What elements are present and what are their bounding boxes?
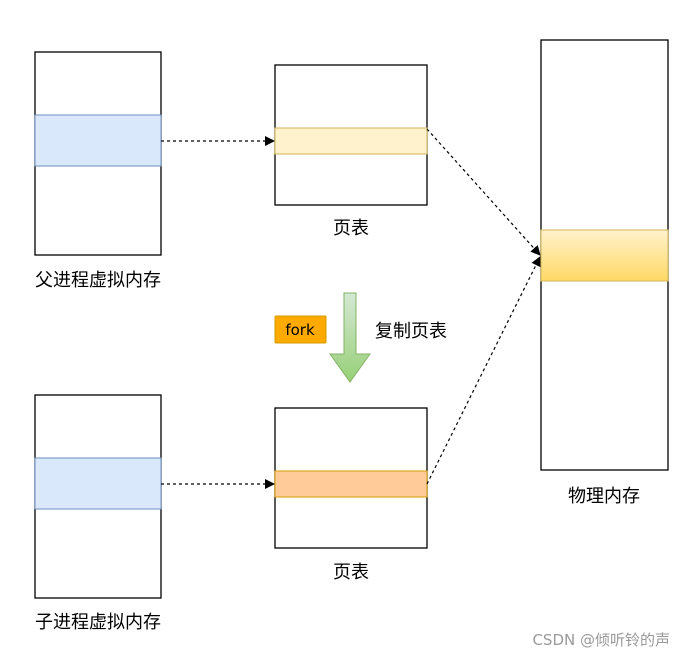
fork-step: fork 复制页表 <box>274 292 447 383</box>
fork-badge-label: fork <box>285 321 315 339</box>
parent-virtual-memory: 父进程虚拟内存 <box>34 51 162 291</box>
page-table-top: 页表 <box>274 64 428 239</box>
parent-virtual-memory-label: 父进程虚拟内存 <box>35 270 161 291</box>
fork-badge <box>274 315 327 344</box>
parent-virtual-memory-region <box>34 114 162 167</box>
mapping-arrows <box>161 128 541 489</box>
copy-down-arrow-icon <box>329 292 371 383</box>
child-virtual-memory-label: 子进程虚拟内存 <box>35 612 161 633</box>
arrow-page-table-top-to-physical <box>426 128 541 256</box>
page-table-bottom: 页表 <box>274 407 428 583</box>
watermark: CSDN @倾听铃的声 <box>532 631 670 649</box>
page-table-top-label: 页表 <box>333 218 369 239</box>
arrow-page-table-bottom-to-physical <box>426 256 541 485</box>
page-table-top-entry <box>274 127 428 155</box>
child-virtual-memory-region <box>34 457 162 510</box>
child-virtual-memory: 子进程虚拟内存 <box>34 394 162 633</box>
copy-page-table-label: 复制页表 <box>375 321 447 342</box>
page-table-bottom-label: 页表 <box>333 562 369 583</box>
physical-memory-label: 物理内存 <box>568 486 640 507</box>
page-table-bottom-entry <box>274 470 428 498</box>
physical-memory: 物理内存 <box>540 39 669 507</box>
physical-memory-region <box>540 229 669 282</box>
